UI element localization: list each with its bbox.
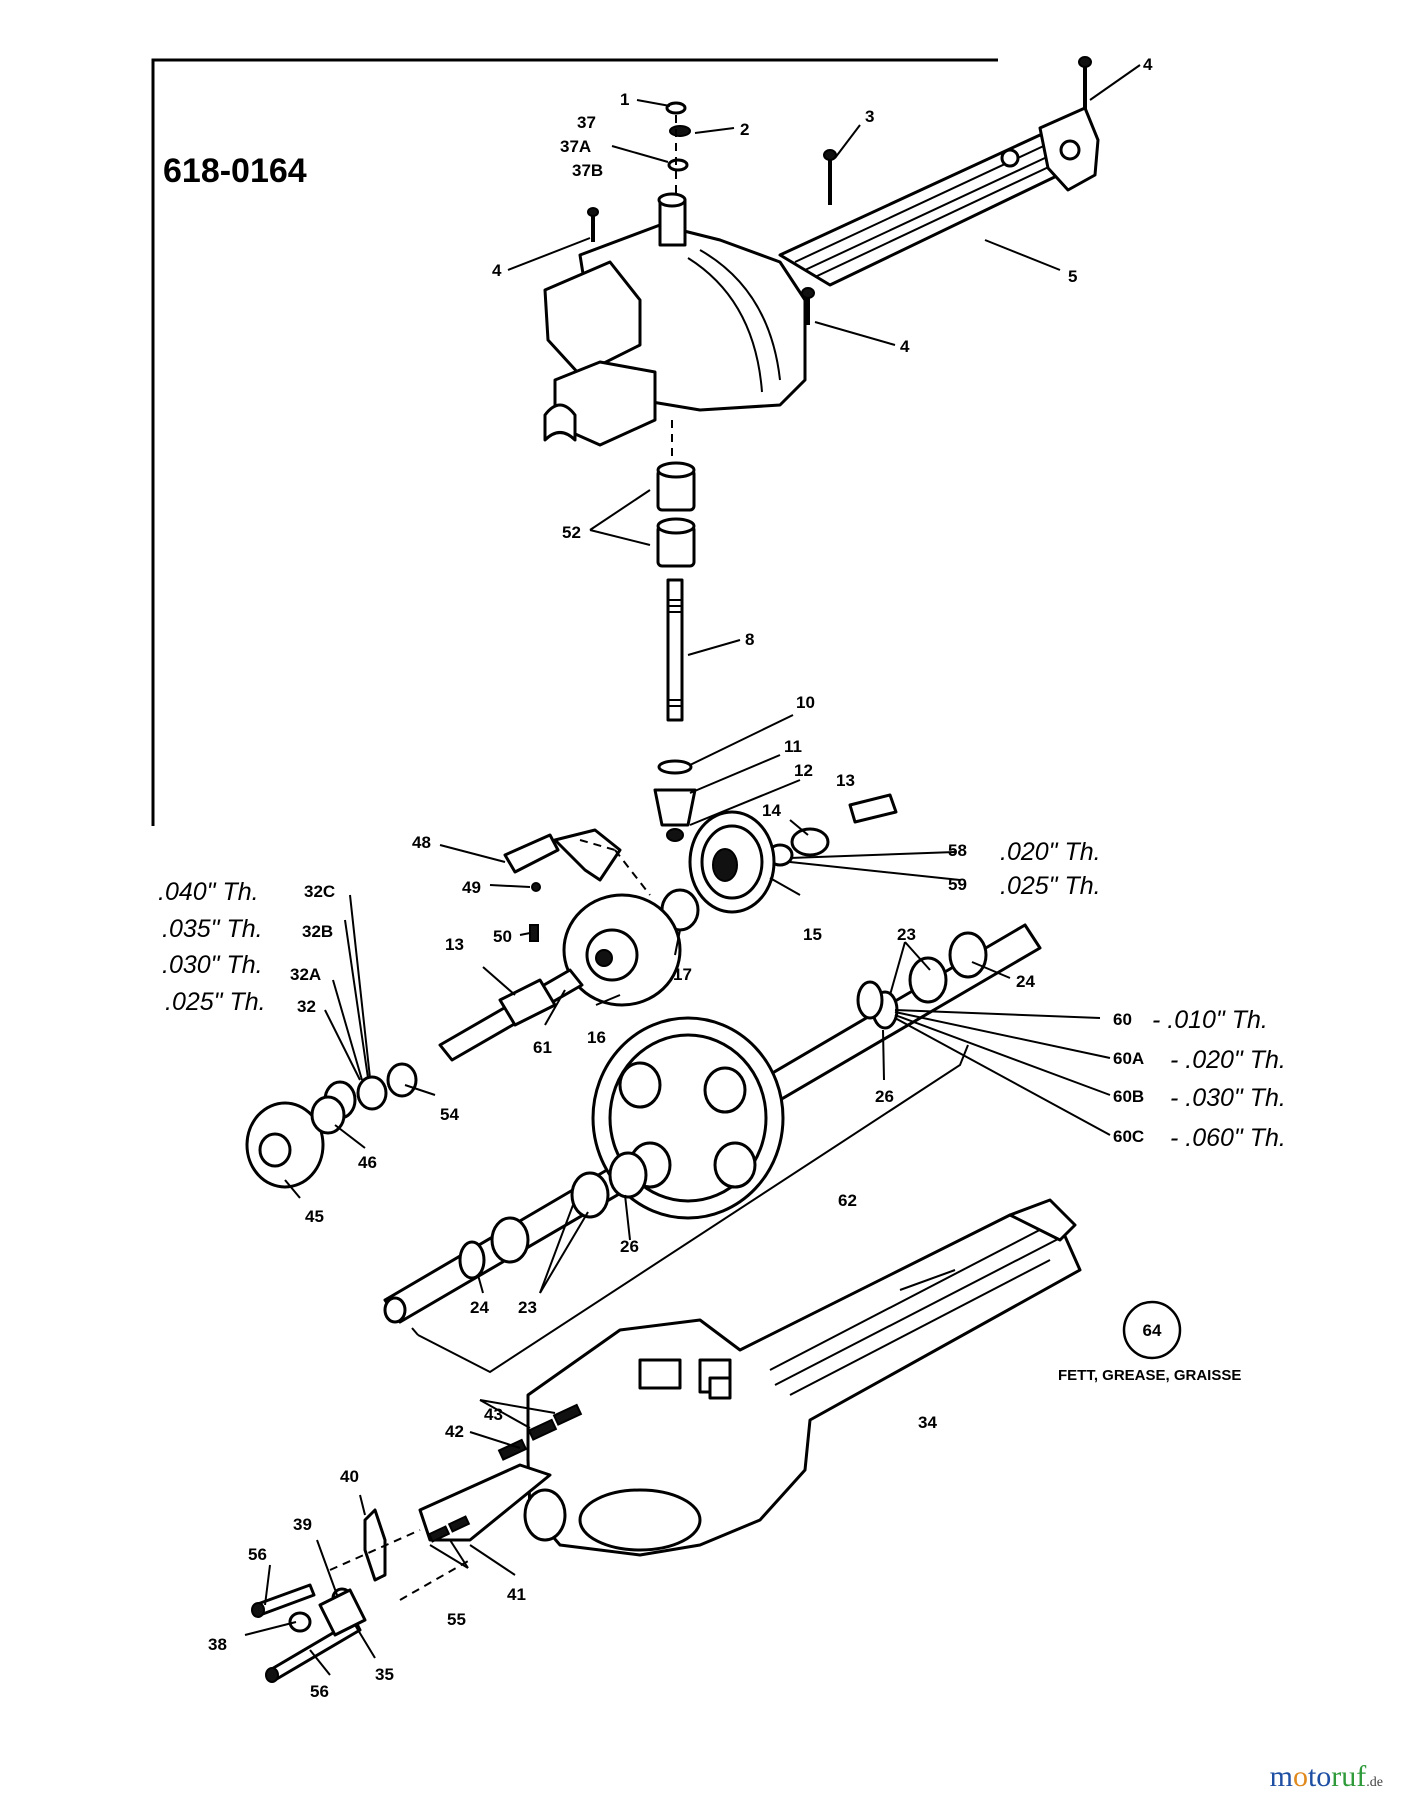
label-10: 10 — [796, 693, 815, 712]
label-41: 41 — [507, 1585, 526, 1604]
diagram-frame — [151, 58, 998, 826]
thickness-60a: - .020" Th. — [1170, 1046, 1286, 1074]
label-23-right: 23 — [897, 925, 916, 944]
label-4-right: 4 — [900, 337, 910, 356]
label-24-right: 24 — [1016, 972, 1035, 991]
watermark-ruf: ruf — [1331, 1760, 1367, 1793]
thickness-notes: .040" Th. .035" Th. .030" Th. .025" Th. … — [158, 838, 1286, 1152]
thickness-025: .025" Th. — [165, 988, 266, 1016]
label-5: 5 — [1068, 267, 1077, 286]
label-52: 52 — [562, 523, 581, 542]
label-37b: 37B — [572, 161, 603, 180]
label-37: 37 — [577, 113, 596, 132]
label-62: 62 — [838, 1191, 857, 1210]
grease-circle-number: 64 — [1143, 1321, 1162, 1340]
label-17: 17 — [673, 965, 692, 984]
label-56-top: 56 — [248, 1545, 267, 1564]
label-34: 34 — [918, 1413, 937, 1432]
label-16: 16 — [587, 1028, 606, 1047]
label-55: 55 — [447, 1610, 466, 1629]
label-2: 2 — [740, 120, 749, 139]
label-32c: 32C — [304, 882, 335, 901]
label-56-bottom: 56 — [310, 1682, 329, 1701]
label-26-left: 26 — [620, 1237, 639, 1256]
grease-text: FETT, GREASE, GRAISSE — [1058, 1367, 1241, 1384]
label-39: 39 — [293, 1515, 312, 1534]
label-4-left: 4 — [492, 261, 502, 280]
label-38: 38 — [208, 1635, 227, 1654]
label-13-left: 13 — [445, 935, 464, 954]
grease-circle — [1122, 1300, 1182, 1360]
label-12: 12 — [794, 761, 813, 780]
upper-housing — [543, 56, 1100, 462]
label-8: 8 — [745, 630, 754, 649]
label-42: 42 — [445, 1422, 464, 1441]
label-15: 15 — [803, 925, 822, 944]
label-61: 61 — [533, 1038, 552, 1057]
label-43: 43 — [484, 1405, 503, 1424]
label-45: 45 — [305, 1207, 324, 1226]
label-40: 40 — [340, 1467, 359, 1486]
thickness-040: .040" Th. — [158, 878, 259, 906]
label-1: 1 — [620, 90, 629, 109]
label-32: 32 — [297, 997, 316, 1016]
leader-lines — [244, 64, 1141, 1676]
label-60: 60 — [1113, 1010, 1132, 1029]
watermark-logo: motoruf.de — [1270, 1760, 1383, 1794]
watermark-m: m — [1269, 1760, 1293, 1793]
thickness-035: .035" Th. — [162, 915, 263, 943]
model-number: 618-0164 — [163, 152, 307, 190]
label-46: 46 — [358, 1153, 377, 1172]
label-58: 58 — [948, 841, 967, 860]
grease-note: 64 FETT, GREASE, GRAISSE — [1058, 1300, 1241, 1384]
label-59: 59 — [948, 875, 967, 894]
label-60b: 60B — [1113, 1087, 1144, 1106]
differential-axle-assembly — [383, 923, 1042, 1374]
label-14: 14 — [762, 801, 781, 820]
thickness-60: - .010" Th. — [1152, 1006, 1268, 1034]
middle-gear-assembly — [245, 793, 898, 1189]
watermark-to: to — [1307, 1760, 1332, 1793]
label-32a: 32A — [290, 965, 321, 984]
label-35: 35 — [375, 1665, 394, 1684]
label-54: 54 — [440, 1105, 459, 1124]
label-24-left: 24 — [470, 1298, 489, 1317]
label-4-top: 4 — [1143, 55, 1153, 74]
label-26-right: 26 — [875, 1087, 894, 1106]
label-60c: 60C — [1113, 1127, 1144, 1146]
thickness-60b: - .030" Th. — [1170, 1084, 1286, 1112]
label-13-top: 13 — [836, 771, 855, 790]
label-60a: 60A — [1113, 1049, 1144, 1068]
part-labels: 1 2 37 37A 37B 3 4 4 5 4 52 8 10 11 12 1… — [208, 55, 1153, 1701]
watermark-de: .de — [1366, 1775, 1383, 1790]
label-3: 3 — [865, 107, 874, 126]
thickness-60c: - .060" Th. — [1170, 1124, 1286, 1152]
label-48: 48 — [412, 833, 431, 852]
thickness-59: .025" Th. — [1000, 872, 1101, 900]
label-50: 50 — [493, 927, 512, 946]
label-11: 11 — [784, 737, 802, 756]
label-37a: 37A — [560, 137, 591, 156]
input-shaft-assembly — [653, 461, 697, 842]
label-32b: 32B — [302, 922, 333, 941]
label-23-left: 23 — [518, 1298, 537, 1317]
label-49: 49 — [462, 878, 481, 897]
thickness-030: .030" Th. — [162, 951, 263, 979]
watermark-o: o — [1292, 1760, 1308, 1793]
thickness-58: .020" Th. — [1000, 838, 1101, 866]
lower-housing — [251, 1198, 1082, 1683]
